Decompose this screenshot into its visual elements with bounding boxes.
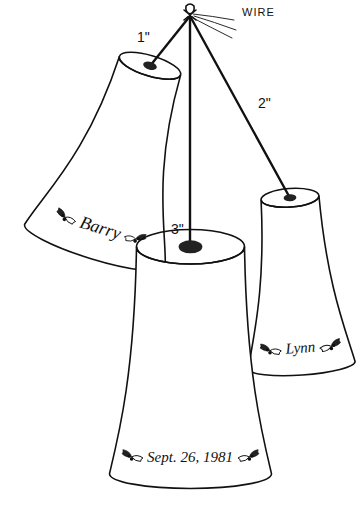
holly-berry	[61, 214, 65, 218]
bell-top	[136, 230, 244, 265]
holly-decoration	[120, 449, 142, 462]
ornament-inscription: Lynn	[285, 339, 316, 358]
wire-end	[193, 18, 232, 38]
bell-outline	[21, 45, 221, 281]
holly-berry	[329, 347, 333, 351]
wire	[190, 16, 290, 198]
bell-top	[260, 187, 319, 210]
bell-hole	[178, 240, 202, 253]
holly-berry	[129, 457, 133, 461]
holly-decoration	[53, 207, 78, 226]
bell-hole	[142, 60, 158, 72]
holly-berry	[332, 344, 335, 347]
length-label: 2"	[258, 96, 271, 110]
holly-group	[53, 207, 148, 248]
wire	[150, 16, 190, 66]
length-label: 1"	[137, 30, 150, 44]
holly-berry	[268, 351, 272, 355]
holly-berry	[247, 457, 251, 461]
holly-berry	[266, 348, 269, 351]
wire-label: WIRE	[242, 7, 275, 18]
holly-decoration	[319, 338, 342, 353]
holly-berry	[127, 455, 130, 458]
ornament-inscription: Sept. 26, 1981	[147, 449, 233, 466]
wire-end	[193, 14, 234, 20]
holly-decoration	[259, 342, 282, 357]
length-label: 3"	[171, 222, 184, 236]
bell-ornament: Sept. 26, 1981	[108, 228, 273, 490]
wire	[189, 16, 191, 247]
wire-knot	[184, 4, 196, 20]
bell-top	[116, 47, 183, 85]
wire-end	[194, 16, 236, 30]
bell-outline	[237, 194, 356, 379]
bell-hole	[283, 194, 296, 202]
holly-berry	[250, 455, 253, 458]
holly-decoration	[237, 449, 259, 462]
bell-ornament: Lynn	[234, 183, 357, 380]
holly-berry	[62, 217, 66, 221]
bell-outline	[109, 247, 271, 489]
